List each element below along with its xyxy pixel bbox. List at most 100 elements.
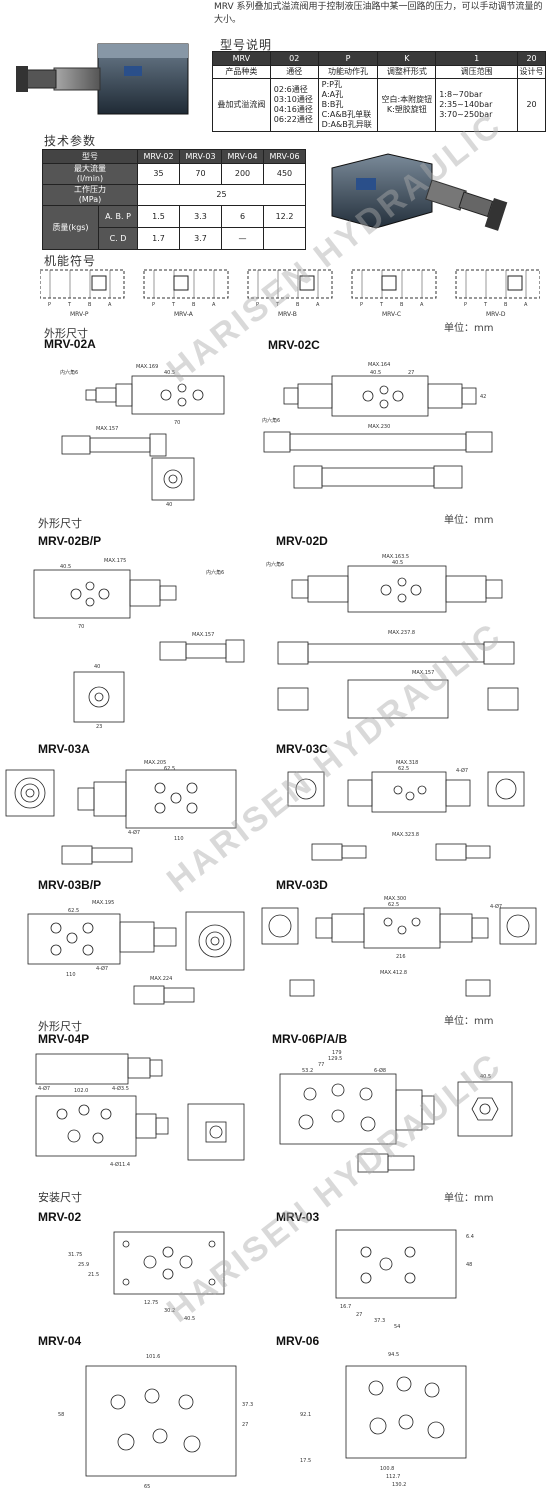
dim-text: MAX.175 <box>104 558 126 564</box>
dim-text: MAX.230 <box>368 424 390 430</box>
drawing-install-mrv03: 16.7 27 37.3 54 48 6.4 <box>286 1222 486 1330</box>
dim-text: MAX.323.8 <box>392 832 419 838</box>
symbol-caption: MRV-D <box>486 311 506 318</box>
dim-text: 216 <box>396 954 406 960</box>
dim-text: MAX.157 <box>192 632 214 638</box>
symbol-caption: MRV-B <box>278 311 297 318</box>
weight-value: 1.5 <box>137 205 180 228</box>
symbol-mrv-d: P T B A MRV-D <box>455 269 541 318</box>
dim-text: 62.5 <box>388 902 399 908</box>
dim-text: 4-Ø11.4 <box>110 1161 130 1168</box>
pressure-value: 25 <box>137 184 306 206</box>
model-label-cell: 功能动作孔 <box>317 65 379 79</box>
weight-value: 12.2 <box>263 205 306 228</box>
dim-text: 65 <box>144 1484 150 1490</box>
symbol-caption: MRV-C <box>382 311 401 318</box>
dim-text: 92.1 <box>300 1412 311 1418</box>
dim-text: MAX.157 <box>96 426 118 432</box>
dim-text: 40.5 <box>370 370 381 376</box>
weight-value: — <box>221 227 264 250</box>
port-label: T <box>171 302 176 308</box>
port-label: B <box>400 302 404 308</box>
dim-text: MAX.318 <box>396 760 418 766</box>
tech-section-title: 技术参数 <box>44 134 97 148</box>
part-label-mrv03bp: MRV-03B/P <box>38 878 102 892</box>
dim-text: MAX.169 <box>136 364 158 370</box>
dim-text: 4-Ø3.5 <box>112 1085 129 1092</box>
dim-text: 37.3 <box>242 1402 253 1408</box>
port-label: P <box>256 302 259 308</box>
valve-photo-left <box>6 38 196 120</box>
dim-text: 112.7 <box>386 1474 400 1480</box>
drawing-mrv03d: MAX.300 62.5 216 MAX.412.8 4-Ø7 <box>260 892 544 1012</box>
part-label-mrv02d: MRV-02D <box>276 534 328 548</box>
port-label: A <box>316 302 320 308</box>
model-label-cell: 调压范围 <box>435 65 519 79</box>
model-value-cell: 叠加式溢流阀 <box>212 78 271 132</box>
part-label-mrv03c: MRV-03C <box>276 742 328 756</box>
part-label-mrv03d: MRV-03D <box>276 878 328 892</box>
part-label-mrv06: MRV-06 <box>276 1334 320 1348</box>
dim-text: 6-Ø8 <box>374 1067 386 1074</box>
weight-label: 质量(kgs) <box>42 205 99 250</box>
valve-photo-right <box>328 150 533 240</box>
flow-label: 最大流量 (l/min) <box>42 163 138 185</box>
weight-value: 3.7 <box>179 227 222 250</box>
dim-text: MAX.164 <box>368 362 390 368</box>
dim-text: 25.9 <box>78 1262 89 1268</box>
drawing-mrv03a: MAX.205 62.5 110 4-Ø7 <box>4 756 258 866</box>
model-header-cell: P <box>317 51 379 66</box>
port-label: A <box>420 302 424 308</box>
port-label: A <box>212 302 216 308</box>
dim-text: 27 <box>242 1422 248 1428</box>
dim-text: 77 <box>318 1062 324 1068</box>
model-header-cell: 20 <box>517 51 546 66</box>
dim-text: 4-Ø7 <box>128 829 140 836</box>
port-label: B <box>504 302 508 308</box>
port-label: T <box>67 302 72 308</box>
port-label: A <box>108 302 112 308</box>
model-header-cell: 1 <box>435 51 519 66</box>
tech-header-cell: MRV-02 <box>137 149 180 164</box>
port-label: A <box>524 302 528 308</box>
part-label-mrv02a: MRV-02A <box>44 337 96 351</box>
dim-text: 70 <box>78 624 84 630</box>
model-label-cell: 通径 <box>269 65 319 79</box>
tech-header-cell: MRV-03 <box>179 149 222 164</box>
dim-text: 21.5 <box>88 1272 99 1278</box>
dim-text: 31.75 <box>68 1252 82 1258</box>
port-label: P <box>464 302 467 308</box>
dim-text: 内六角6 <box>262 417 280 424</box>
install-title: 安装尺寸 <box>38 1191 82 1204</box>
drawing-mrv03bp: MAX.195 62.5 110 4-Ø7 MAX.224 <box>6 892 258 1012</box>
drawing-mrv02d: MAX.163.5 40.5 内六角6 MAX.237.8 MAX.157 <box>262 550 540 730</box>
dim-text: 40 <box>94 664 100 670</box>
dim-text: 40.5 <box>164 370 175 376</box>
tech-header-cell: MRV-06 <box>263 149 306 164</box>
weight-port: C. D <box>98 227 138 250</box>
port-label: P <box>48 302 51 308</box>
dim-text: 4-Ø7 <box>38 1085 50 1092</box>
dim-text: 70 <box>174 420 180 426</box>
model-section-title: 型号说明 <box>220 38 273 52</box>
model-label-cell: 设计号 <box>517 65 546 79</box>
symbol-caption: MRV-A <box>174 311 194 318</box>
weight-port: A. B. P <box>98 205 138 228</box>
dim-text: 62.5 <box>68 908 79 914</box>
dim-text: MAX.205 <box>144 760 166 766</box>
intro-text: MRV 系列叠加式溢流阀用于控制液压油路中某一回路的压力，可以手动调节流量的大小… <box>214 2 543 25</box>
tech-header-cell: 型号 <box>42 149 138 164</box>
drawing-mrv02bp: MAX.175 40.5 内六角6 70 MAX.157 40 23 <box>24 550 254 730</box>
dim-text: 内六角6 <box>60 369 78 376</box>
port-label: P <box>360 302 363 308</box>
drawing-mrv02c: MAX.164 40.5 27 内六角6 MAX.230 42 <box>258 358 498 508</box>
dim-text: 6.4 <box>466 1234 474 1240</box>
outline-title: 外形尺寸 <box>38 517 82 530</box>
port-label: T <box>483 302 488 308</box>
model-value-cell: 1:8~70bar 2:35~140bar 3:70~250bar <box>435 78 519 132</box>
drawing-mrv06pab: 179 129.5 77 53.2 6-Ø8 40.5 <box>262 1046 542 1186</box>
